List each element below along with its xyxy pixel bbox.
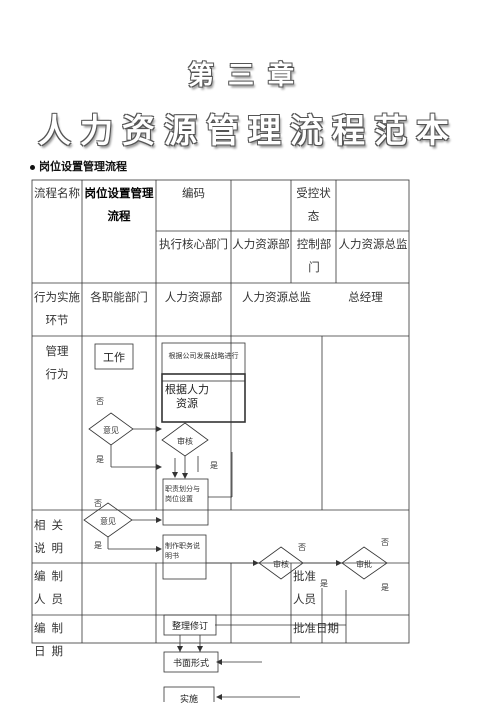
bullet-icon — [30, 164, 35, 170]
work-box — [94, 343, 134, 370]
approve-diamond — [341, 546, 388, 580]
document-title: 人力资源管理流程范本 — [38, 111, 458, 150]
box-f — [163, 686, 215, 702]
actor-functional-depts: 各职能部门 — [90, 290, 148, 304]
flow-name-label: 流程名称 — [34, 186, 80, 200]
box-a-overlay — [161, 373, 246, 423]
exec-dept-label: 执行核心部门 — [159, 237, 228, 251]
box-e-text: 书面形式 — [172, 659, 209, 669]
table-border — [31, 179, 410, 644]
flow-name-value: 岗位设置管理流程 — [84, 186, 154, 223]
box-a-text: 根据公司发展战略进行 — [168, 352, 239, 360]
controlled-status-label: 受控状态 — [296, 186, 331, 223]
opinion-diamond-1-text: 意见 — [103, 426, 119, 435]
yes-label-4: 是 — [320, 579, 328, 588]
box-f-text: 实施 — [179, 695, 198, 705]
mgmt-behavior-label: 管理行为 — [45, 344, 69, 381]
actor-general-manager: 总经理 — [348, 290, 383, 304]
approve-date-label: 批准日期 — [293, 621, 339, 635]
code-label: 编码 — [182, 186, 205, 200]
no-label-1: 否 — [96, 397, 104, 406]
box-a — [161, 342, 246, 382]
box-c-text: 制作职务说明书 — [165, 542, 200, 560]
box-d-text: 整理修订 — [171, 622, 208, 632]
work-box-text: 工作 — [103, 351, 125, 364]
section-title-text: 岗位设置管理流程 — [39, 160, 127, 173]
actor-hr-director: 人力资源总监 — [242, 290, 311, 304]
yes-label-2: 是 — [210, 461, 218, 470]
notes-label: 相关说明 — [34, 518, 69, 555]
yes-label-5: 是 — [381, 583, 389, 592]
actor-hr-dept: 人力资源部 — [164, 290, 223, 304]
date-label: 编制日期 — [34, 621, 69, 658]
section-title: 岗位设置管理流程 — [30, 158, 127, 174]
control-dept-value: 人力资源总监 — [338, 237, 408, 251]
control-dept-label: 控制部门 — [296, 237, 332, 274]
yes-label-1: 是 — [96, 455, 104, 464]
opinion-diamond-2-text: 意见 — [100, 517, 116, 526]
box-b — [162, 478, 209, 526]
approver-label: 批准人员 — [293, 569, 316, 606]
box-b-text: 职责划分与岗位设置 — [165, 485, 200, 503]
chapter-heading: 第三章 — [187, 61, 308, 91]
review-diamond-2 — [258, 546, 304, 580]
box-a-overlay-text: 根据人力资源 — [165, 383, 209, 410]
no-label-3: 否 — [298, 543, 306, 552]
yes-label-3: 是 — [94, 541, 102, 550]
approve-diamond-text: 审批 — [356, 560, 372, 569]
exec-dept-value: 人力资源部 — [232, 237, 290, 251]
box-c — [162, 534, 207, 580]
actors-label: 行为实施环节 — [34, 290, 80, 327]
review-diamond-1-text: 审核 — [177, 437, 193, 446]
no-label-4: 否 — [381, 538, 389, 547]
author-label: 编制人员 — [34, 569, 69, 606]
review-diamond-2-text: 审核 — [273, 560, 289, 569]
no-label-2: 否 — [94, 499, 102, 508]
